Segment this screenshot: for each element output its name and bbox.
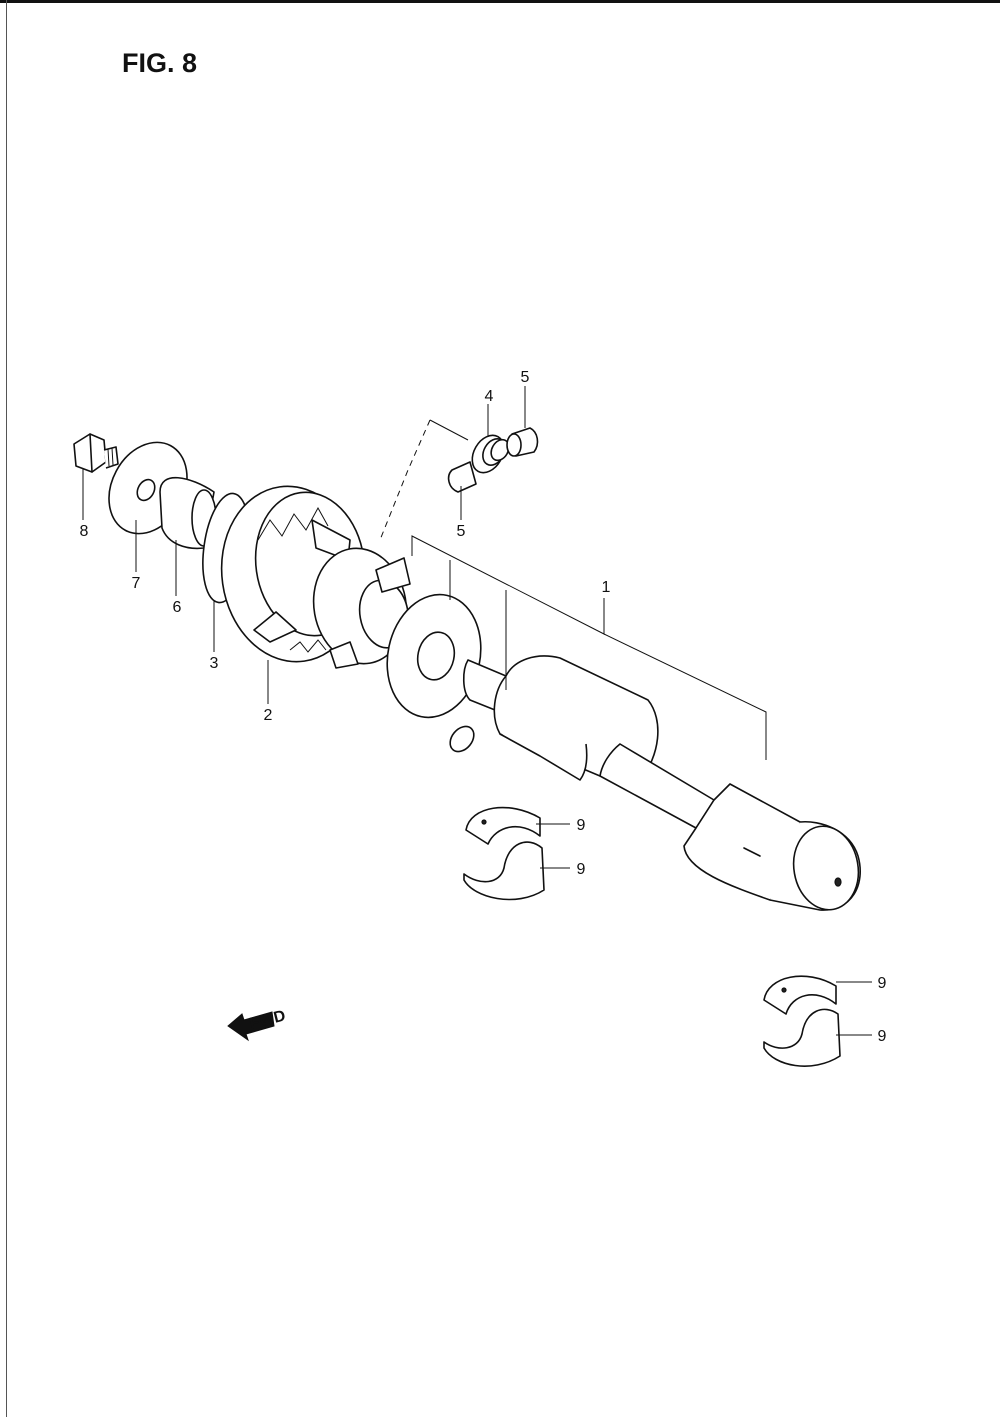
cam-piece xyxy=(312,547,411,669)
callout-9-upper-center: 9 xyxy=(577,817,586,834)
part-1-crankshaft xyxy=(449,655,861,911)
callout-4: 4 xyxy=(485,388,494,405)
part-9-bearing-lower-right xyxy=(763,1008,841,1067)
callout-3: 3 xyxy=(210,655,219,672)
top-border xyxy=(0,0,1000,3)
callout-9-lower-right: 9 xyxy=(878,1028,887,1045)
fwd-arrow-icon: FWD xyxy=(227,1007,287,1042)
part-5-plunger-b xyxy=(447,461,477,493)
callout-8: 8 xyxy=(80,523,89,540)
part-4-spring xyxy=(471,434,510,474)
callout-7: 7 xyxy=(132,575,141,592)
part-5-plunger-a xyxy=(506,427,539,457)
leader-lines xyxy=(82,386,872,1036)
callout-9-lower-center: 9 xyxy=(577,861,586,878)
callout-5-lower: 5 xyxy=(457,523,466,540)
callout-6: 6 xyxy=(173,599,182,616)
part-9-bearing-lower-center xyxy=(463,841,545,901)
fwd-label: FWD xyxy=(248,1007,287,1032)
callout-1: 1 xyxy=(602,579,611,596)
part-9-bearing-upper-right xyxy=(763,975,837,1015)
callout-9-upper-right: 9 xyxy=(878,975,887,992)
callout-2: 2 xyxy=(264,707,273,724)
figure-title: FIG. 8 xyxy=(122,48,198,78)
left-border xyxy=(6,0,7,1417)
callout-numbers: 1 2 3 4 5 5 6 7 8 9 9 9 9 xyxy=(80,369,887,1045)
part-8-bolt xyxy=(73,433,119,473)
callout-5-upper: 5 xyxy=(521,369,530,386)
thrust-washer xyxy=(386,593,482,719)
part-9-bearing-upper-center xyxy=(465,806,541,845)
